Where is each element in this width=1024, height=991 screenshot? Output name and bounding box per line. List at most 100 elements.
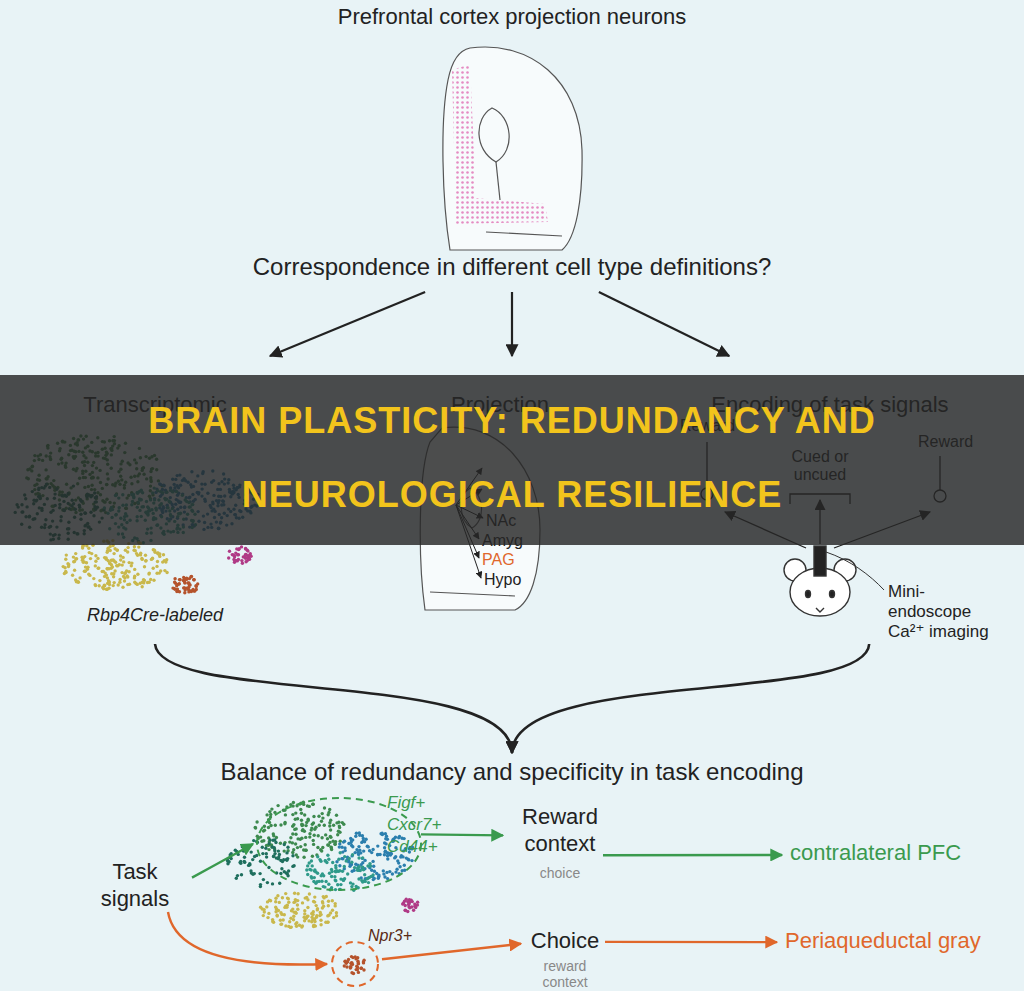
scatter-dot: [315, 914, 318, 917]
scatter-dot: [331, 909, 334, 912]
scatter-dot: [296, 846, 299, 849]
scatter-dot: [322, 896, 325, 899]
scatter-dot: [376, 853, 379, 856]
scatter-dot: [305, 868, 308, 871]
arrow-connector: [421, 834, 503, 835]
scatter-dot: [269, 813, 272, 816]
scatter-dot: [64, 571, 67, 574]
scatter-dot: [369, 864, 372, 867]
scatter-dot: [141, 558, 144, 561]
scatter-dot: [278, 882, 281, 885]
scatter-dot: [153, 549, 156, 552]
scatter-dot: [382, 869, 385, 872]
scatter-dot: [244, 547, 247, 550]
arrow-connector: [155, 644, 512, 753]
scatter-dot: [354, 835, 357, 838]
scatter-dot: [361, 856, 364, 859]
scatter-dot: [366, 845, 369, 848]
scatter-dot: [247, 864, 250, 867]
scatter-dot: [265, 813, 268, 816]
scatter-dot: [284, 892, 287, 895]
arrow-connector: [605, 941, 777, 944]
scatter-dot: [116, 548, 119, 551]
scatter-dot: [320, 820, 323, 823]
scatter-dot: [391, 872, 394, 875]
scatter-dot: [284, 924, 287, 927]
scatter-dot: [335, 821, 338, 824]
scatter-dot: [252, 839, 255, 842]
scatter-dot: [88, 551, 91, 554]
scatter-dot: [403, 909, 406, 912]
arrow-connector: [168, 912, 327, 965]
scatter-dot: [75, 557, 78, 560]
scatter-dot: [292, 915, 295, 918]
scatter-dot: [267, 826, 270, 829]
scatter-dot: [294, 842, 297, 845]
scatter-dot: [380, 832, 383, 835]
scatter-dot: [339, 883, 342, 886]
scatter-dot: [183, 580, 186, 583]
scatter-dot: [311, 918, 314, 921]
scatter-dot: [328, 872, 331, 875]
scatter-dot: [321, 872, 324, 875]
scatter-dot: [346, 872, 349, 875]
scatter-dot: [294, 911, 297, 914]
scatter-dot: [334, 864, 337, 867]
scatter-dot: [147, 572, 150, 575]
scatter-dot: [343, 846, 346, 849]
scatter-dot: [326, 914, 329, 917]
scatter-dot: [178, 578, 181, 581]
scatter-dot: [337, 830, 340, 833]
scatter-dot: [85, 561, 88, 564]
scatter-dot: [312, 924, 315, 927]
scatter-dot: [312, 843, 315, 846]
scatter-dot: [334, 870, 337, 873]
scatter-dot: [362, 968, 365, 971]
scatter-dot: [339, 877, 342, 880]
scatter-dot: [236, 874, 239, 877]
scatter-dot: [258, 872, 261, 875]
scatter-dot: [187, 581, 190, 584]
scatter-dot: [281, 896, 284, 899]
scatter-dot: [152, 567, 155, 570]
scatter-dot: [308, 892, 311, 895]
scatter-dot: [122, 560, 125, 563]
scatter-dot: [412, 909, 415, 912]
scatter-dot: [171, 586, 174, 589]
scatter-dot: [136, 573, 139, 576]
scatter-dot: [62, 565, 65, 568]
scatter-dot: [326, 921, 329, 924]
scatter-dot: [299, 808, 302, 811]
scatter-dot: [80, 556, 83, 559]
scatter-dot: [303, 813, 306, 816]
scatter-dot: [184, 577, 187, 580]
scatter-dot: [280, 922, 283, 925]
scatter-dot: [306, 873, 309, 876]
scatter-dot: [405, 856, 408, 859]
scatter-dot: [316, 846, 319, 849]
scatter-dot: [264, 847, 267, 850]
scatter-dot: [262, 914, 265, 917]
scatter-dot: [71, 574, 74, 577]
scatter-dot: [326, 843, 329, 846]
node-text: Balance of redundancy and specificity in…: [112, 757, 912, 786]
scatter-dot: [383, 853, 386, 856]
scatter-dot: [319, 860, 322, 863]
scatter-dot: [388, 870, 391, 873]
scatter-dot: [398, 865, 401, 868]
scatter-dot: [81, 546, 84, 549]
scatter-dot: [238, 547, 241, 550]
scatter-dot: [334, 878, 337, 881]
scatter-dot: [307, 919, 310, 922]
scatter-dot: [133, 568, 136, 571]
scatter-dot: [335, 914, 338, 917]
output-text: Choicereward context: [515, 928, 615, 991]
scatter-dot: [119, 558, 122, 561]
scatter-dot: [326, 920, 329, 923]
scatter-dot: [343, 865, 346, 868]
scatter-dot: [363, 840, 366, 843]
scatter-dot: [152, 579, 155, 582]
scatter-dot: [103, 584, 106, 587]
scatter-dot: [165, 571, 168, 574]
scatter-dot: [319, 913, 322, 916]
